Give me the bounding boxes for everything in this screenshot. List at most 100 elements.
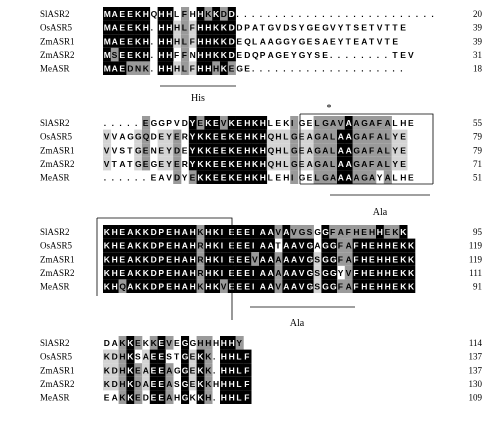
residue: Q [268, 145, 275, 155]
residue-shade [126, 390, 135, 404]
residue-shade [126, 20, 135, 35]
residue: H [229, 365, 235, 375]
residue-shade [149, 238, 158, 253]
residue: E [135, 393, 141, 403]
residue: G [322, 254, 329, 264]
residue-end-number: 39 [473, 23, 483, 33]
residue: H [377, 282, 383, 292]
residue-shade [352, 143, 361, 157]
residue: Y [190, 159, 196, 169]
residue-shade [157, 143, 166, 157]
residue-shade [188, 20, 197, 35]
residue-shade [337, 225, 346, 239]
residue-end-number: 111 [469, 268, 482, 278]
residue: A [346, 173, 352, 183]
residue-shade [118, 34, 127, 48]
residue: K [104, 227, 111, 237]
residue: Y [392, 132, 398, 142]
residue: V [408, 50, 414, 60]
residue-shade [368, 279, 377, 293]
residue: T [346, 36, 352, 46]
residue-shade [282, 156, 291, 171]
residue: K [104, 352, 111, 362]
residue-shade [235, 279, 244, 293]
residue-shade [321, 156, 330, 171]
residue-shade [204, 20, 213, 35]
residue-shade [337, 116, 346, 130]
residue: Y [377, 173, 383, 183]
residue-shade [259, 225, 268, 239]
residue-shade [157, 129, 166, 144]
residue: F [190, 23, 195, 33]
residue: A [166, 365, 172, 375]
residue-shade [196, 116, 205, 130]
residue-shade [165, 252, 174, 266]
residue-shade [227, 129, 236, 144]
residue: K [151, 338, 158, 348]
residue: H [244, 159, 250, 169]
residue: G [275, 36, 282, 46]
residue-shade [188, 170, 197, 184]
residue-shade [188, 225, 197, 239]
residue-shade [103, 238, 112, 253]
residue: A [260, 227, 266, 237]
residue-shade [243, 129, 252, 144]
residue-shade [337, 156, 346, 171]
residue: E [119, 23, 125, 33]
residue-shade [149, 376, 158, 391]
residue-shade [181, 20, 190, 35]
residue-shade [173, 170, 182, 184]
residue: G [182, 352, 189, 362]
residue: . [314, 9, 316, 19]
residue-shade [391, 143, 400, 157]
residue-shade [204, 61, 213, 75]
residue: L [283, 159, 288, 169]
residue-shade [243, 170, 252, 184]
residue-shade [344, 252, 353, 266]
residue: K [135, 254, 142, 264]
residue: I [291, 118, 293, 128]
residue-shade [110, 238, 119, 253]
residue: K [213, 50, 220, 60]
residue: K [205, 365, 212, 375]
residue: . [377, 9, 379, 19]
residue-shade [220, 170, 229, 184]
residue-shade [126, 349, 135, 364]
residue: L [182, 36, 187, 46]
residue: L [330, 145, 335, 155]
residue: . [151, 36, 153, 46]
residue: Y [338, 268, 344, 278]
residue: L [385, 159, 390, 169]
residue: H [229, 379, 235, 389]
residue: K [104, 241, 111, 251]
residue: . [353, 50, 355, 60]
residue: I [252, 282, 254, 292]
residue: T [385, 36, 391, 46]
residue: D [135, 379, 141, 389]
residue: H [385, 268, 391, 278]
residue: G [182, 338, 189, 348]
residue-shade [266, 156, 275, 171]
residue: E [143, 145, 149, 155]
residue: H [174, 393, 180, 403]
residue-shade [360, 156, 369, 171]
residue-shade [399, 225, 408, 239]
residue-shade [103, 47, 112, 62]
residue: E [369, 241, 375, 251]
residue: A [291, 282, 297, 292]
residue-shade [204, 143, 213, 157]
residue: E [236, 227, 242, 237]
residue: . [213, 393, 215, 403]
residue: H [205, 268, 211, 278]
residue-shade [227, 20, 236, 35]
residue: L [236, 352, 241, 362]
residue-shade [142, 349, 151, 364]
residue: G [299, 173, 306, 183]
residue: H [400, 173, 406, 183]
residue: A [353, 173, 359, 183]
residue: A [346, 254, 352, 264]
residue-shade [103, 7, 112, 21]
